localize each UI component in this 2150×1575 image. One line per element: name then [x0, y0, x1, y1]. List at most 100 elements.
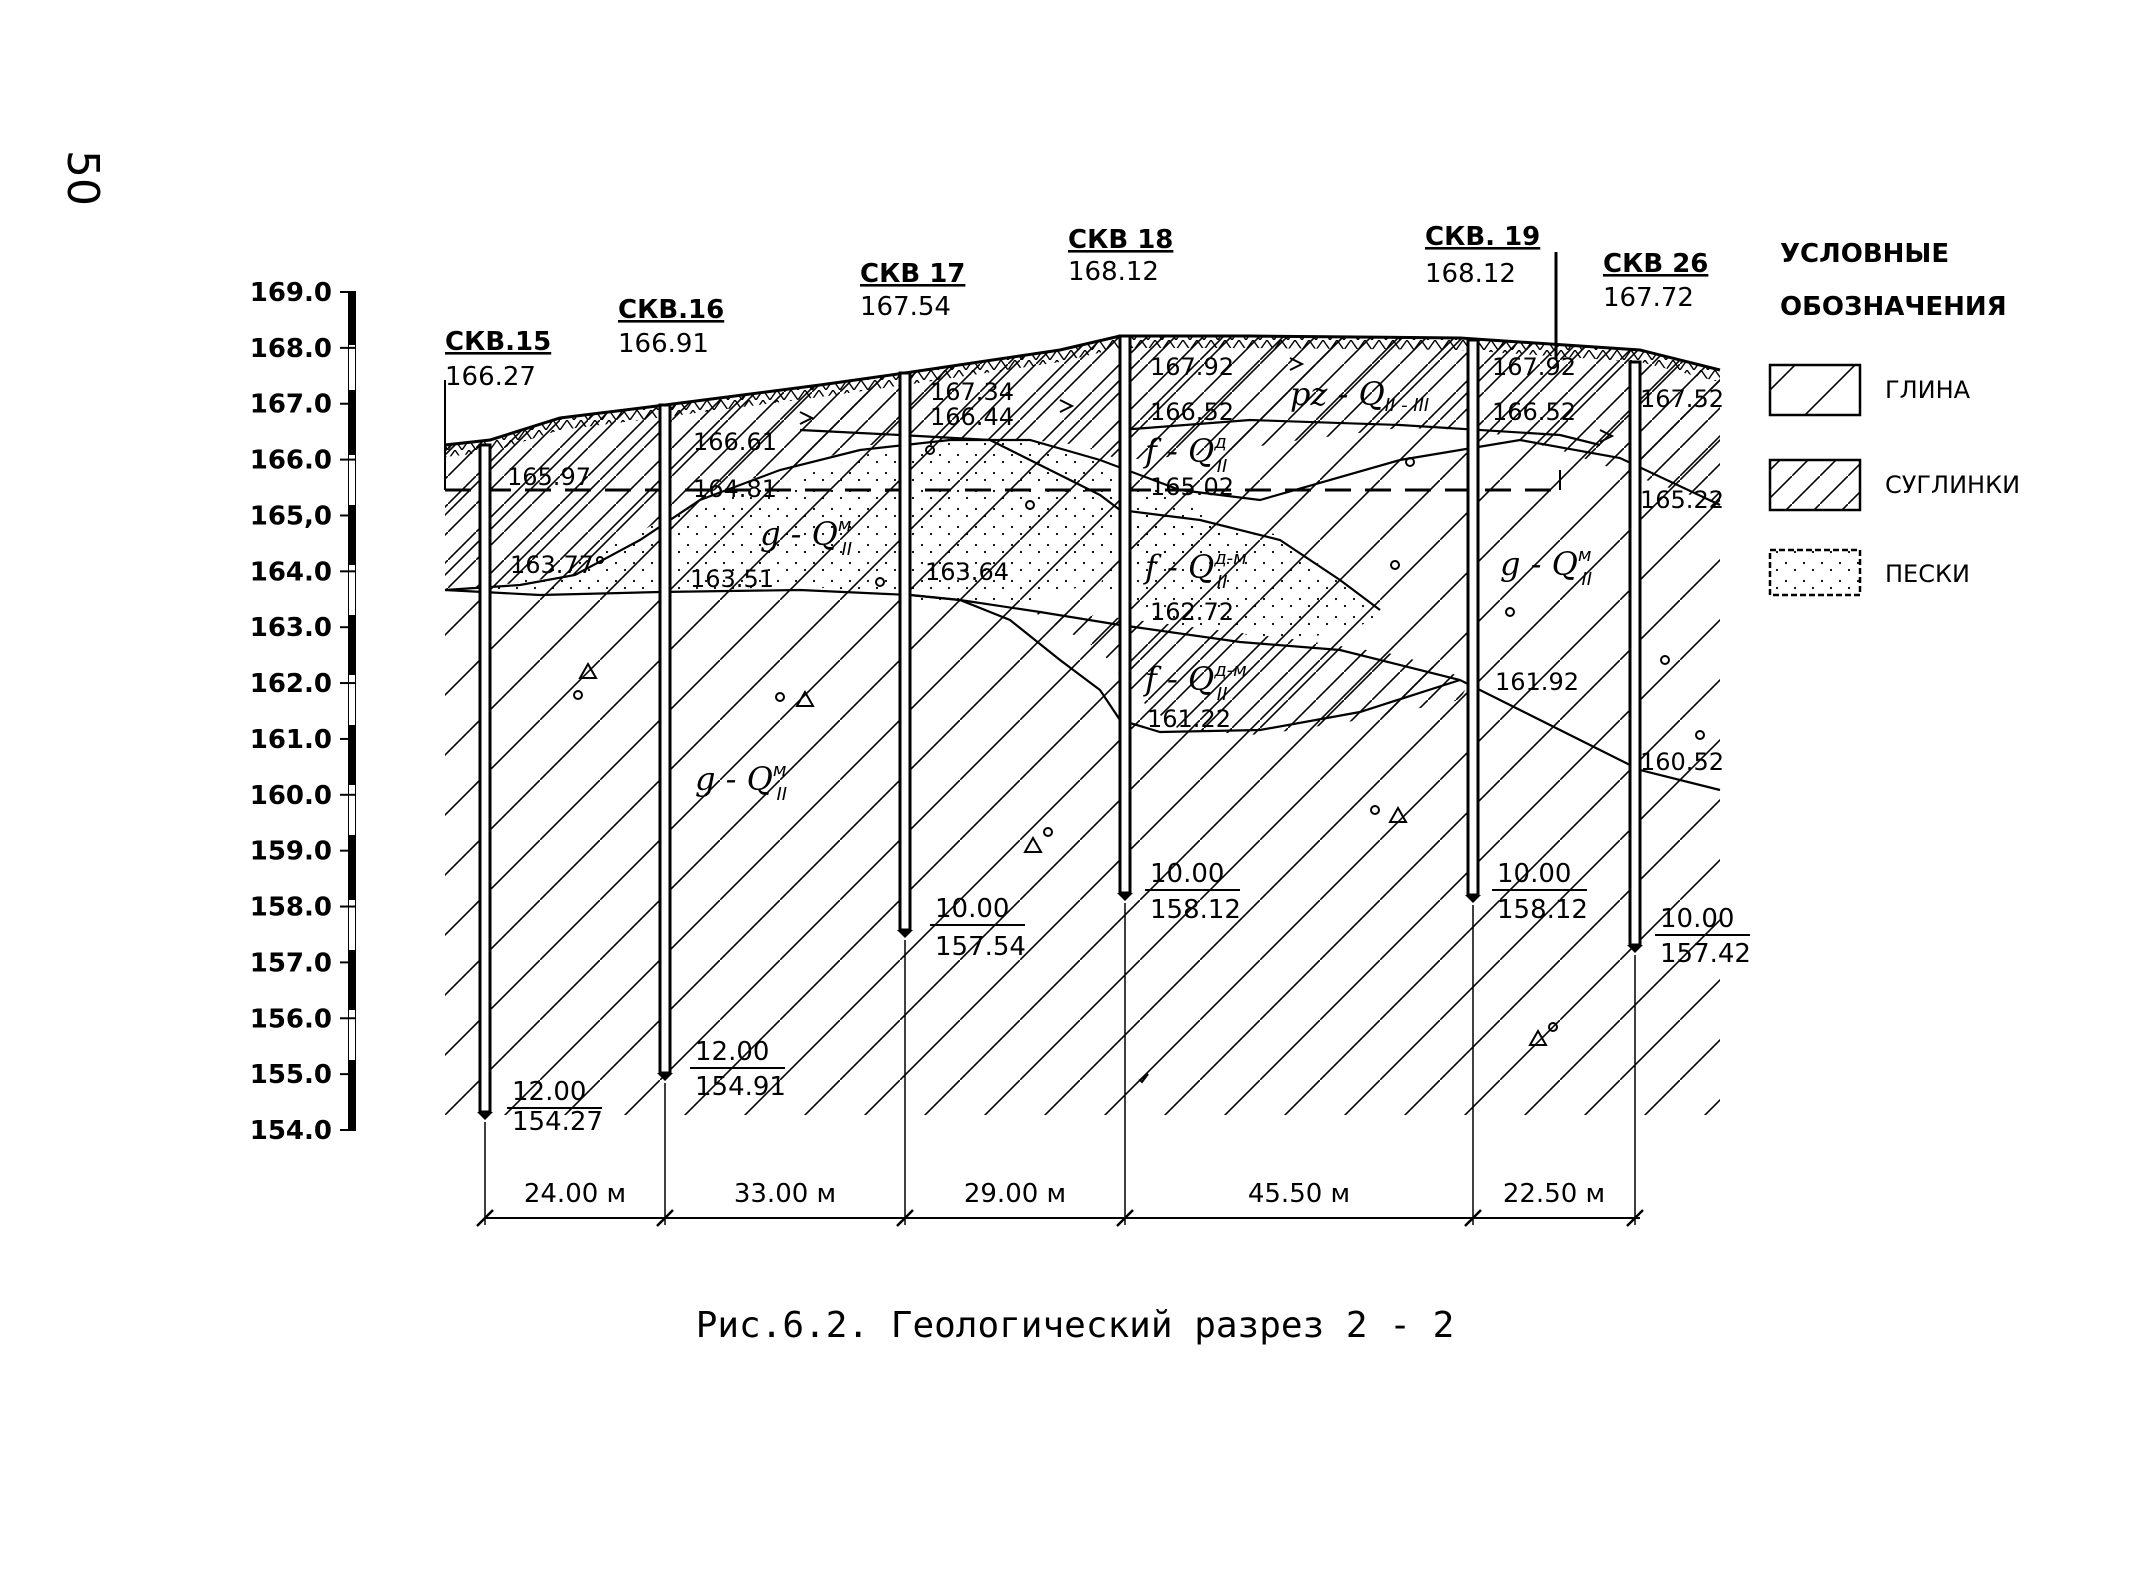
borehole-bottom-elevation: 154.91: [695, 1072, 786, 1102]
scale-tick-label: 169.0: [250, 278, 332, 308]
borehole-end: [1465, 895, 1481, 903]
scale-tick-label: 160.0: [250, 781, 332, 811]
layer-elevation-label: 165.02: [1150, 473, 1234, 501]
elevation-scale: 169.0 168.0 167.0 166.0 165,0 164.0 163.0 162.0…: [250, 278, 356, 1146]
scale-tick-label: 155.0: [250, 1060, 332, 1090]
borehole-shaft: [1628, 360, 1642, 947]
svg-text:ПЕСКИ: ПЕСКИ: [1885, 560, 1970, 588]
layer-elevation-label: 167.52: [1640, 385, 1724, 413]
scale-tick-label: 157.0: [250, 948, 332, 978]
borehole: СКВ 26167.72167.52165.22160.5210.00157.4…: [1603, 249, 1751, 1225]
scale-tick-label: 165,0: [250, 501, 332, 531]
inclusion-symbols: [573, 357, 1705, 1084]
borehole-name: СКВ 26: [1603, 249, 1708, 279]
borehole-bottom-elevation: 157.54: [935, 932, 1026, 962]
borehole-depth: 10.00: [1150, 859, 1224, 889]
layer-elevation-label: 166.44: [930, 403, 1014, 431]
svg-text:ГЛИНА: ГЛИНА: [1885, 376, 1971, 404]
scale-tick-label: 167.0: [250, 390, 332, 420]
borehole-depth: 10.00: [935, 894, 1009, 924]
scale-tick-label: 163.0: [250, 613, 332, 643]
borehole-top-elevation: 168.12: [1425, 259, 1516, 289]
boundary-sand: [799, 428, 1381, 611]
borehole-end: [1117, 893, 1133, 901]
spacing-dimension: 24.00 м 33.00 м 29.00 м 45.50 м 22.50 м: [476, 1179, 1644, 1227]
borehole-name: СКВ. 19: [1425, 222, 1540, 252]
borehole-shaft: [898, 371, 912, 932]
borehole: СКВ.16166.91166.61164.81163.5112.00154.9…: [618, 295, 786, 1225]
layer-index-1: pz - QII - III: [1290, 375, 1429, 416]
boundary-loam: [1119, 418, 1601, 447]
borehole-top-elevation: 167.54: [860, 292, 951, 322]
layer-elevation-label: 165.22: [1640, 486, 1724, 514]
layer-elevation-label: 161.92: [1495, 668, 1579, 696]
boreholes: СКВ.15166.27165.97163.7712.00154.27СКВ.1…: [445, 222, 1751, 1225]
scale-tick-label: 156.0: [250, 1004, 332, 1034]
layer-elevation-label: 167.34: [930, 378, 1014, 406]
borehole-bottom-elevation: 158.12: [1497, 895, 1588, 925]
loam-lens: [1030, 610, 1470, 735]
boundary-middle: [444, 588, 1721, 792]
borehole-end: [477, 1112, 493, 1120]
borehole-end: [897, 930, 913, 938]
scale-tick-label: 162.0: [250, 669, 332, 699]
borehole-name: СКВ.15: [445, 327, 551, 357]
legend-item-loam: СУГЛИНКИ: [1768, 458, 2020, 512]
spacing-tick: [1626, 1209, 1644, 1227]
scale-tick-label: 166.0: [250, 446, 332, 476]
spacing-tick: [1116, 1209, 1134, 1227]
layer-boundaries: [444, 418, 1721, 792]
borehole-bottom-elevation: 158.12: [1150, 895, 1241, 925]
layer-elevation-label: 166.61: [693, 428, 777, 456]
legend-title-line2: ОБОЗНАЧЕНИЯ: [1780, 292, 2007, 322]
spacing-tick: [1464, 1209, 1482, 1227]
svg-text:СУГЛИНКИ: СУГЛИНКИ: [1885, 471, 2020, 499]
scale-tick-label: 164.0: [250, 557, 332, 587]
legend-item-clay: ГЛИНА: [1768, 363, 1971, 417]
scale-tick-label: 158.0: [250, 893, 332, 923]
borehole-end: [1627, 945, 1643, 953]
borehole-name: СКВ 18: [1068, 225, 1173, 255]
borehole-depth: 12.00: [512, 1077, 586, 1107]
spacing-label: 24.00 м: [524, 1179, 626, 1209]
borehole-top-elevation: 166.91: [618, 329, 709, 359]
borehole-name: СКВ.16: [618, 295, 724, 325]
soil-layer: [445, 336, 1720, 457]
figure-caption: Рис.6.2. Геологический разрез 2 - 2: [695, 1305, 1455, 1346]
borehole-shaft: [478, 443, 492, 1114]
layer-elevation-label: 166.52: [1492, 398, 1576, 426]
borehole-shaft: [658, 403, 672, 1075]
layer-elevation-label: 162.72: [1150, 598, 1234, 626]
layer-elevation-label: 165.97: [507, 463, 591, 491]
borehole-depth: 12.00: [695, 1037, 769, 1067]
layer-elevation-label: 163.64: [925, 558, 1009, 586]
legend-item-sand: ПЕСКИ: [1768, 548, 1970, 597]
layer-elevation-label: 161.22: [1147, 705, 1231, 733]
borehole: СКВ 18168.12167.92166.52165.02162.72161.…: [1068, 225, 1241, 1225]
spacing-label: 29.00 м: [964, 1179, 1066, 1209]
scale-tick-label: 159.0: [250, 837, 332, 867]
legend-title-line1: УСЛОВНЫЕ: [1780, 239, 1949, 269]
spacing-label: 45.50 м: [1248, 1179, 1350, 1209]
layer-elevation-label: 167.92: [1150, 353, 1234, 381]
borehole-end: [657, 1073, 673, 1081]
water-level-ticks: [444, 445, 1561, 490]
boundary-lens: [909, 593, 1461, 734]
spacing-label: 33.00 м: [734, 1179, 836, 1209]
borehole-depth: 10.00: [1660, 904, 1734, 934]
layer-elevation-label: 160.52: [1640, 748, 1724, 776]
section-body: [444, 252, 1721, 1115]
borehole: СКВ. 19168.12167.92166.52161.9210.00158.…: [1425, 222, 1588, 1225]
scale-tick-label: 168.0: [250, 334, 332, 364]
scale-tick-label: 154.0: [250, 1116, 332, 1146]
spacing-label: 22.50 м: [1503, 1179, 1605, 1209]
sand-lens-2: [1100, 510, 1380, 640]
